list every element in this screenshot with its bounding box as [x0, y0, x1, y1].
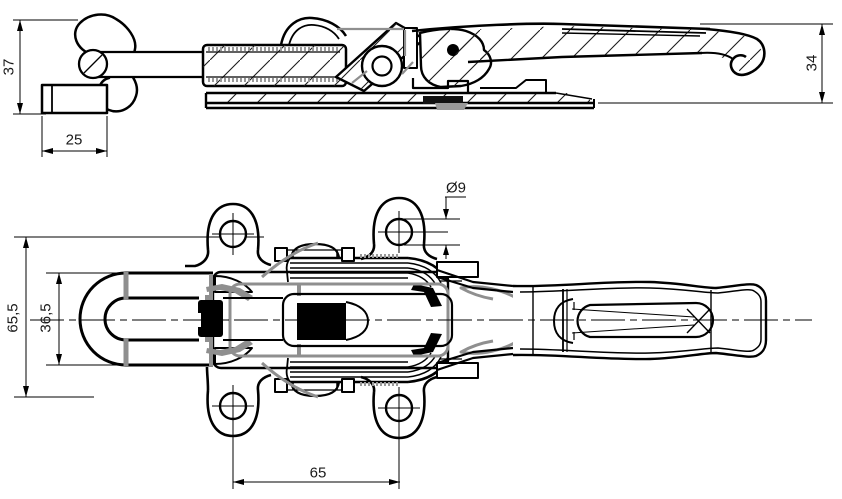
pivot-tab: [436, 261, 479, 278]
block-nub: [205, 337, 213, 342]
handle-plan: [512, 280, 768, 361]
adjuster-block: [198, 300, 223, 337]
arrowhead: [56, 273, 62, 284]
arrowhead: [819, 92, 825, 103]
catch-pad-shadow: [435, 103, 468, 110]
dim-34-label: 34: [804, 55, 821, 72]
plate-lobe: [372, 196, 438, 261]
boss-slash: [83, 54, 103, 74]
arrowhead: [17, 20, 23, 31]
screw-block: [297, 303, 346, 340]
catch-pad: [423, 96, 463, 104]
dim-37-label: 37: [1, 59, 18, 76]
arrowhead: [17, 103, 23, 114]
pivot-hole: [371, 55, 393, 77]
dim-dia9-label: Ø9: [446, 180, 466, 197]
lever-handle: [411, 22, 766, 77]
u-loop: [78, 271, 213, 367]
gray-overlay-lines: [337, 27, 414, 84]
arrowhead: [233, 479, 244, 485]
plate-lobe: [206, 202, 272, 267]
leaf-corner: [411, 333, 442, 356]
side-view: 37 25: [1, 13, 833, 157]
dim-25-label: 25: [66, 132, 83, 149]
leaf-corner: [411, 284, 442, 307]
base-plate: [204, 79, 595, 110]
block-nub: [205, 295, 213, 300]
arrowhead: [42, 148, 53, 154]
pivot-tab: [436, 362, 479, 379]
arrowhead: [23, 386, 29, 397]
latch-body: [196, 241, 525, 399]
threaded-rod: [96, 50, 208, 79]
mounting-holes: [212, 211, 448, 489]
arrowhead: [443, 209, 449, 219]
arrowhead: [96, 148, 107, 154]
clamp-tab: [341, 378, 355, 393]
spring-tip: [206, 339, 253, 356]
tongue: [436, 268, 514, 372]
arrowhead: [819, 24, 825, 35]
spring-tip: [206, 284, 253, 301]
dim-loop-width: [46, 272, 124, 366]
rod-end-cap: [345, 301, 369, 341]
arrowhead: [56, 354, 62, 365]
dim-65-label: 65: [310, 465, 327, 482]
spring-hump-inner: [288, 24, 340, 46]
clamp-tab: [341, 247, 355, 262]
pivot-link: [334, 21, 426, 93]
adjuster-sleeve: [201, 43, 348, 88]
handle-hook-tip: [705, 27, 766, 77]
dim-lever-height: [598, 23, 833, 104]
dim-hole-diameter: [404, 196, 466, 259]
dim-65-5-label: 65,5: [5, 303, 22, 332]
dim-hole-spacing: [233, 479, 400, 485]
plate-lobe: [206, 373, 272, 438]
arrowhead: [389, 479, 400, 485]
strike-step: [480, 79, 547, 93]
dim-overall-height: [13, 19, 78, 115]
arrowhead: [23, 237, 29, 248]
dim-36-5-label: 36,5: [38, 303, 55, 332]
catch-step: [411, 78, 470, 93]
plan-view: 65,5 36,5: [5, 180, 812, 489]
arrowhead: [443, 245, 449, 255]
plate-lobe: [372, 375, 438, 440]
dim-hook-width: [41, 116, 108, 157]
